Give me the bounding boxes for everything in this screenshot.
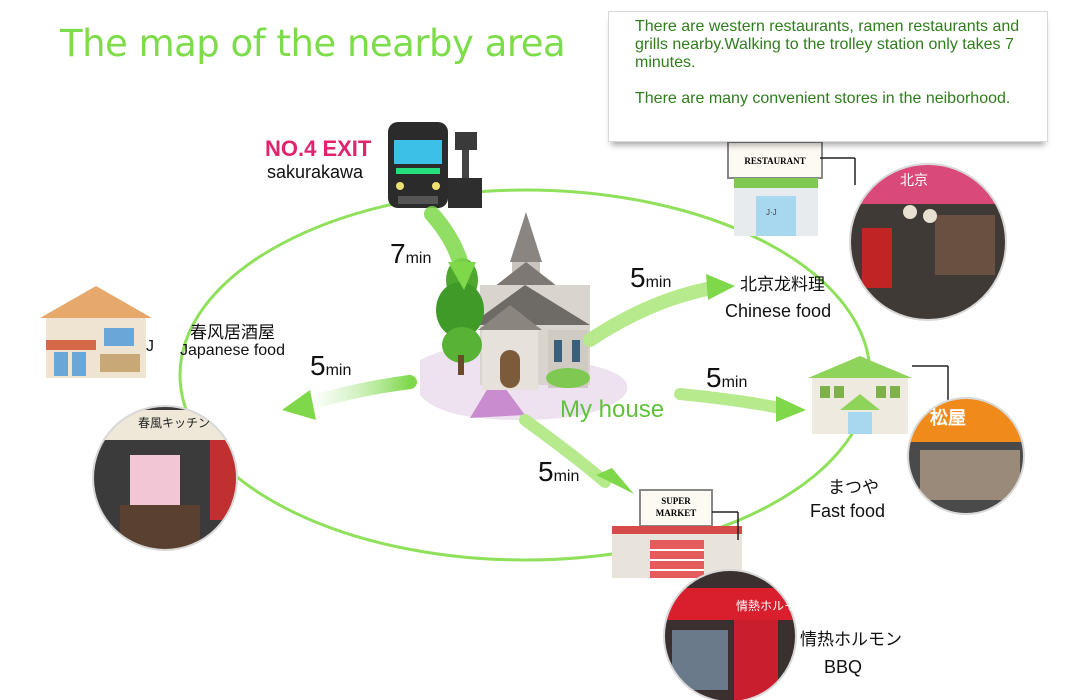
fastfood-restaurant-name: まつや <box>828 478 879 498</box>
restaurant-sign: RESTAURANT <box>744 156 806 166</box>
photo-sign-japanese: 春風キッチン <box>138 416 211 430</box>
church-path <box>470 388 525 418</box>
train-icon <box>388 122 448 208</box>
supermarket-sign-line-2: MARKET <box>655 508 697 518</box>
time-to-japanese: 5min <box>310 350 352 381</box>
walk-arrow-japanese <box>282 375 417 420</box>
photo-chinese-restaurant <box>850 164 1006 320</box>
note-paragraph-2: There are many convenient stores in the … <box>635 90 1011 107</box>
photo-japanese-restaurant <box>93 406 237 550</box>
bbq-label: BBQ <box>824 657 863 677</box>
photo-sign-fastfood: 松屋 <box>930 408 966 429</box>
time-to-fastfood: 5min <box>706 362 748 393</box>
restaurant-door-mark: J·J <box>766 208 777 217</box>
photo-sign-chinese: 北京 <box>900 173 928 189</box>
walk-arrow-bbq <box>519 414 634 494</box>
japanese-food-label: Japanese food <box>180 342 285 359</box>
photo-sign-bbq: 情熱ホルモン <box>736 599 809 613</box>
walk-arrow-fastfood <box>674 388 806 422</box>
church-icon <box>470 212 590 390</box>
station-exit-label: NO.4 EXIT <box>265 136 372 161</box>
japanese-restaurant-name: 春风居酒屋 <box>190 323 275 343</box>
chinese-restaurant-name: 北京龙料理 <box>740 275 825 295</box>
restaurant-building-icon <box>727 141 823 236</box>
chinese-food-label: Chinese food <box>725 301 832 321</box>
walk-arrow-station <box>424 206 476 290</box>
station-name: sakurakawa <box>267 162 364 182</box>
note-paragraph-1: There are western restaurants, ramen res… <box>635 18 1020 71</box>
bbq-restaurant-name: 情热ホルモン <box>800 630 902 650</box>
school-building-icon <box>808 356 912 434</box>
time-to-bbq: 5min <box>538 456 580 487</box>
page-title: The map of the nearby area <box>60 22 566 65</box>
my-house-label: My house <box>560 396 665 423</box>
walk-arrow-chinese <box>583 274 735 347</box>
ticket-gate-icon <box>448 132 482 208</box>
photo-fastfood <box>908 398 1024 514</box>
japanese-restaurant-mark: J <box>146 338 154 355</box>
time-to-station: 7min <box>390 238 432 269</box>
time-to-chinese: 5min <box>630 262 672 293</box>
supermarket-sign-line-1: SUPER <box>661 496 691 506</box>
fastfood-label: Fast food <box>810 501 886 521</box>
house-icon <box>40 286 152 378</box>
info-note: There are western restaurants, ramen res… <box>608 11 1048 142</box>
supermarket-icon <box>612 489 742 578</box>
photo-bbq <box>664 570 796 700</box>
